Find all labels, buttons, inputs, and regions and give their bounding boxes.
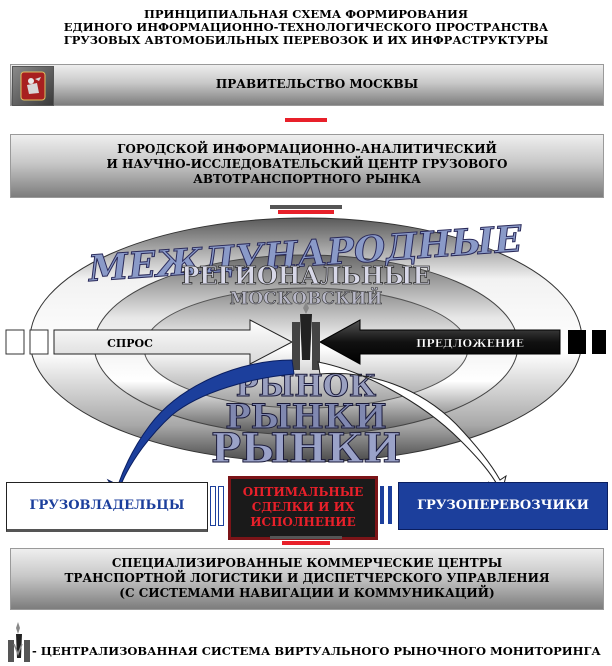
title-line-1: ПРИНЦИПИАЛЬНАЯ СХЕМА ФОРМИРОВАНИЯ bbox=[143, 7, 469, 21]
connector-carriers bbox=[380, 486, 384, 524]
commercial-centers-box: СПЕЦИАЛИЗИРОВАННЫЕ КОММЕРЧЕСКИЕ ЦЕНТРЫ Т… bbox=[10, 548, 604, 610]
title-line-3: ГРУЗОВЫХ АВТОМОБИЛЬНЫХ ПЕРЕВОЗОК И ИХ ИН… bbox=[63, 33, 549, 47]
label-moscow: МОСКОВСКИЙ bbox=[230, 287, 383, 309]
deals-line-1: ОПТИМАЛЬНЫЕ bbox=[242, 485, 364, 499]
supply-arrow bbox=[318, 319, 606, 365]
connector-carriers-2 bbox=[388, 486, 392, 524]
shippers-box: ГРУЗОВЛАДЕЛЬЦЫ bbox=[6, 482, 208, 532]
commercial-line-1: СПЕЦИАЛИЗИРОВАННЫЕ КОММЕРЧЕСКИЕ ЦЕНТРЫ bbox=[111, 556, 503, 570]
diagram-title: ПРИНЦИПИАЛЬНАЯ СХЕМА ФОРМИРОВАНИЯ ЕДИНОГ… bbox=[0, 8, 612, 47]
supply-label: ПРЕДЛОЖЕНИЕ bbox=[416, 337, 524, 350]
research-center-box: ГОРОДСКОЙ ИНФОРМАЦИОННО-АНАЛИТИЧЕСКИЙ И … bbox=[10, 134, 604, 198]
demand-arrow bbox=[5, 319, 294, 365]
connector-shippers-2 bbox=[218, 486, 224, 526]
deals-line-3: ИСПОЛНЕНИЕ bbox=[250, 515, 356, 529]
carriers-curved-arrow bbox=[317, 361, 507, 490]
coat-of-arms-icon bbox=[12, 66, 54, 106]
connector-commercial-red bbox=[282, 541, 330, 545]
deals-line-2: СДЕЛКИ И ИХ bbox=[251, 500, 355, 514]
label-markets-1: РЫНКИ bbox=[225, 397, 387, 437]
legend-label: - ЦЕНТРАЛИЗОВАННАЯ СИСТЕМА ВИРТУАЛЬНОГО … bbox=[32, 644, 601, 658]
research-center-line-2: И НАУЧНО-ИССЛЕДОВАТЕЛЬСКИЙ ЦЕНТР ГРУЗОВО… bbox=[106, 157, 508, 171]
connector-gov-red bbox=[285, 118, 327, 122]
shippers-label: ГРУЗОВЛАДЕЛЬЦЫ bbox=[29, 498, 185, 513]
label-markets-2: РЫНКИ bbox=[211, 425, 401, 472]
central-tower-icon bbox=[292, 302, 320, 370]
research-center-line-1: ГОРОДСКОЙ ИНФОРМАЦИОННО-АНАЛИТИЧЕСКИЙ bbox=[117, 142, 497, 156]
deals-box: ОПТИМАЛЬНЫЕ СДЕЛКИ И ИХ ИСПОЛНЕНИЕ bbox=[228, 476, 378, 540]
connector-center-top bbox=[270, 205, 342, 209]
demand-label: СПРОС bbox=[107, 337, 153, 350]
research-center-line-3: АВТОТРАНСПОРТНОГО РЫНКА bbox=[193, 172, 421, 186]
government-label: ПРАВИТЕЛЬСТВО МОСКВЫ bbox=[215, 77, 419, 91]
carriers-label: ГРУЗОПЕРЕВОЗЧИКИ bbox=[417, 498, 589, 513]
monitoring-tower-icon bbox=[8, 622, 30, 662]
carriers-box: ГРУЗОПЕРЕВОЗЧИКИ bbox=[398, 482, 608, 530]
label-regional: РЕГИОНАЛЬНЫЕ bbox=[181, 261, 431, 290]
legend: - ЦЕНТРАЛИЗОВАННАЯ СИСТЕМА ВИРТУАЛЬНОГО … bbox=[6, 620, 606, 664]
market-rings-diagram: МЕЖДУНАРОДНЫЕ РЕГИОНАЛЬНЫЕ МОСКОВСКИЙ РЫ… bbox=[5, 217, 606, 490]
connector-commercial-top bbox=[270, 536, 342, 539]
connector-center-red bbox=[278, 210, 334, 214]
commercial-line-3: (С СИСТЕМАМИ НАВИГАЦИИ И КОММУНИКАЦИЙ) bbox=[119, 586, 495, 600]
connector-shippers bbox=[210, 486, 216, 526]
commercial-line-2: ТРАНСПОРТНОЙ ЛОГИСТИКИ И ДИСПЕТЧЕРСКОГО … bbox=[64, 571, 550, 585]
government-box: ПРАВИТЕЛЬСТВО МОСКВЫ bbox=[10, 64, 604, 106]
title-line-2: ЕДИНОГО ИНФОРМАЦИОННО-ТЕХНОЛОГИЧЕСКОГО П… bbox=[63, 20, 549, 34]
